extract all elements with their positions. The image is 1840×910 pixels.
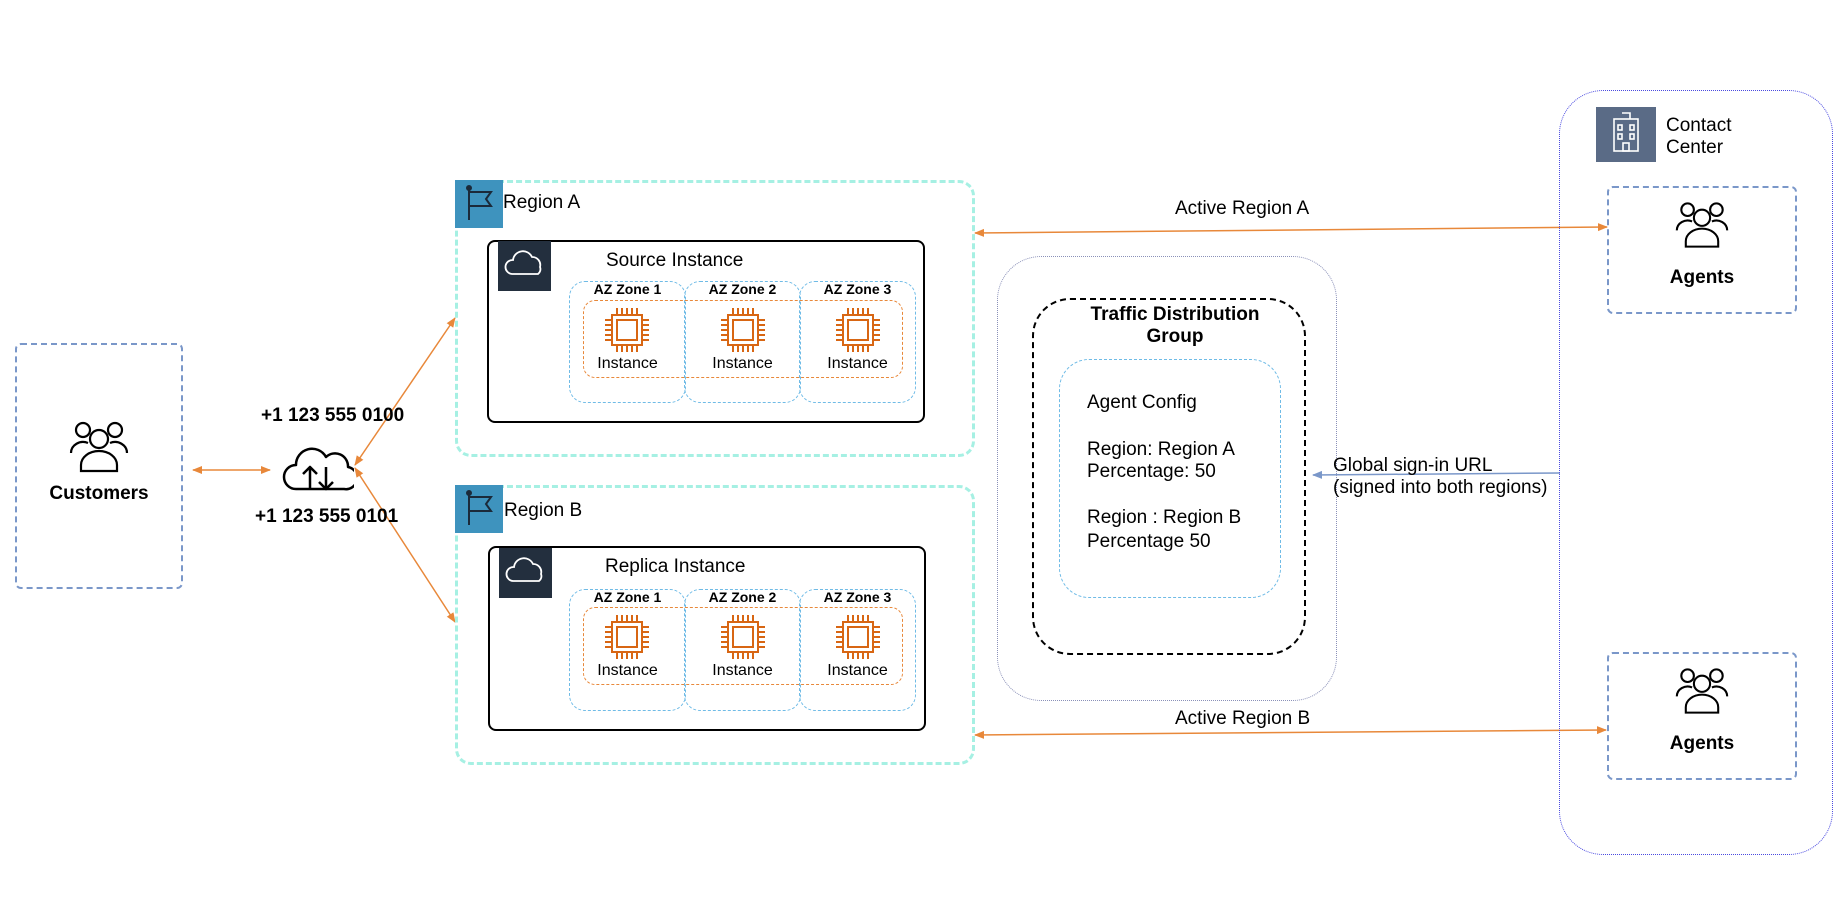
az-zone-label: AZ Zone 2 (708, 281, 777, 297)
az-zone-label: AZ Zone 3 (823, 589, 892, 605)
az-zone-label: AZ Zone 2 (708, 589, 777, 605)
cpu-chip-icon (720, 307, 766, 353)
instance-group-box (583, 300, 903, 378)
replica-instance-box (488, 546, 926, 731)
contact-center-label-line1: Contact (1666, 115, 1732, 136)
cpu-chip-icon (720, 614, 766, 660)
region-b-flag (455, 485, 503, 533)
users-icon (1675, 668, 1729, 714)
instance-label: Instance (597, 662, 658, 679)
agents-box-top: Agents (1607, 186, 1797, 314)
agent-config-box (1059, 359, 1281, 598)
region-a-config: Region: Region A (1087, 439, 1235, 460)
region-a-label: Region A (503, 192, 581, 213)
az-zone-box (799, 589, 916, 711)
customers-box: Customers (15, 343, 183, 589)
flag-icon (466, 185, 493, 220)
az-zone-label: AZ Zone 3 (823, 281, 892, 297)
agents-box-bottom: Agents (1607, 652, 1797, 780)
cloud-to-region-b-arrow (354, 467, 456, 623)
traffic-group-box (1032, 298, 1306, 655)
source-instance-title: Source Instance (606, 250, 744, 271)
cpu-chip-icon (835, 614, 881, 660)
replica-instance-title: Replica Instance (605, 556, 746, 577)
az-zone-box (569, 281, 686, 403)
contact-center-box (1559, 90, 1833, 855)
cpu-chip-icon (835, 307, 881, 353)
agents-label: Agents (1669, 267, 1735, 288)
agent-config-label: Agent Config (1087, 392, 1197, 413)
cloud-upload-download-icon (282, 447, 354, 491)
phone-number-b: +1 123 555 0101 (255, 506, 399, 527)
contact-center-label-line2: Center (1666, 137, 1724, 158)
instance-label: Instance (827, 355, 888, 372)
phone-number-a: +1 123 555 0100 (261, 405, 405, 426)
cloud-to-region-a-arrow (354, 317, 456, 466)
customers-label: Customers (49, 483, 149, 504)
instance-label: Instance (827, 662, 888, 679)
users-icon (1675, 202, 1729, 248)
region-a-cloud-tile (498, 241, 551, 291)
traffic-group-outer (997, 256, 1337, 701)
cloud-icon (504, 250, 542, 275)
global-signin-label-line1: Global sign-in URL (1333, 455, 1493, 476)
source-instance-box (487, 240, 925, 423)
cpu-chip-icon (604, 614, 650, 660)
region-b-box (455, 485, 975, 765)
percentage-a-config: Percentage: 50 (1087, 461, 1216, 482)
instance-group-box (583, 607, 903, 685)
cpu-chip-icon (604, 307, 650, 353)
global-signin-arrow (1312, 470, 1561, 479)
region-b-cloud-tile (499, 548, 552, 598)
region-a-box (455, 180, 975, 457)
global-signin-label-line2: (signed into both regions) (1333, 477, 1548, 498)
region-b-config: Region : Region B (1087, 507, 1242, 528)
az-zone-box (684, 589, 801, 711)
region-a-flag (455, 180, 503, 228)
cloud-icon (505, 557, 543, 582)
contact-center-tile (1596, 107, 1656, 162)
agents-label: Agents (1669, 733, 1735, 754)
instance-label: Instance (712, 662, 773, 679)
az-zone-label: AZ Zone 1 (593, 589, 662, 605)
traffic-group-title: Traffic Distribution Group (1090, 304, 1260, 347)
active-region-a-arrow (974, 223, 1608, 237)
building-icon (1613, 112, 1639, 152)
region-b-label: Region B (504, 500, 583, 521)
active-region-b-arrow (974, 726, 1607, 739)
az-zone-box (684, 281, 801, 403)
percentage-b-config: Percentage 50 (1087, 531, 1211, 552)
az-zone-box (569, 589, 686, 711)
instance-label: Instance (712, 355, 773, 372)
users-icon (69, 421, 129, 473)
instance-label: Instance (597, 355, 658, 372)
active-region-a-label: Active Region A (1175, 198, 1310, 219)
az-zone-box (799, 281, 916, 403)
active-region-b-label: Active Region B (1175, 708, 1311, 729)
flag-icon (466, 490, 493, 525)
az-zone-label: AZ Zone 1 (593, 281, 662, 297)
